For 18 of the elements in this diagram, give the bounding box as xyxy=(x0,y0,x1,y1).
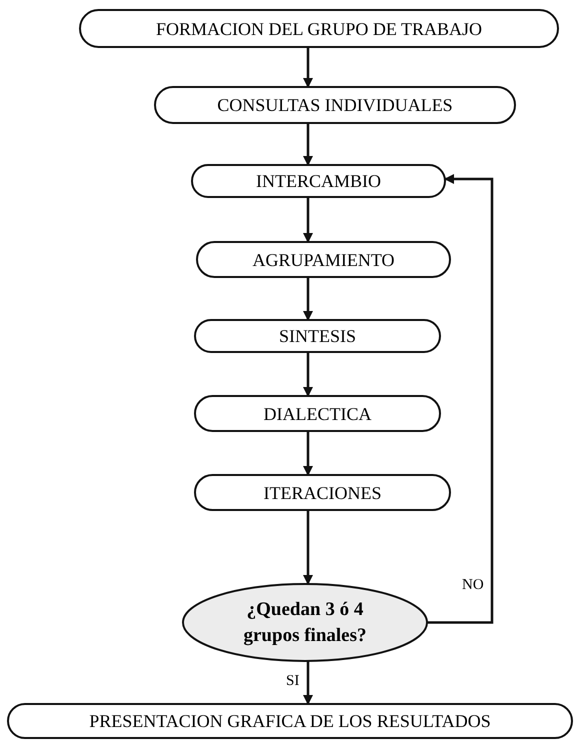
node-text: PRESENTACION GRAFICA DE LOS RESULTADOS xyxy=(89,712,491,730)
arrow xyxy=(303,661,313,705)
node-text: FORMACION DEL GRUPO DE TRABAJO xyxy=(156,20,482,38)
node-text: AGRUPAMIENTO xyxy=(252,250,395,268)
arrow xyxy=(303,510,313,585)
node-text: INTERCAMBIO xyxy=(256,172,381,190)
arrow xyxy=(303,123,313,166)
arrow xyxy=(303,277,313,321)
arrow xyxy=(427,174,494,624)
node-text: CONSULTAS INDIVIDUALES xyxy=(217,96,453,114)
node-text: ¿Quedan 3 ó 4 grupos finales? xyxy=(242,598,368,648)
arrow xyxy=(303,197,313,243)
node-text: ITERACIONES xyxy=(264,484,382,502)
node-text: DIALECTICA xyxy=(264,404,372,422)
arrow xyxy=(303,47,313,88)
node-text: SINTESIS xyxy=(278,327,356,345)
arrow xyxy=(303,352,313,397)
arrow xyxy=(303,431,313,476)
